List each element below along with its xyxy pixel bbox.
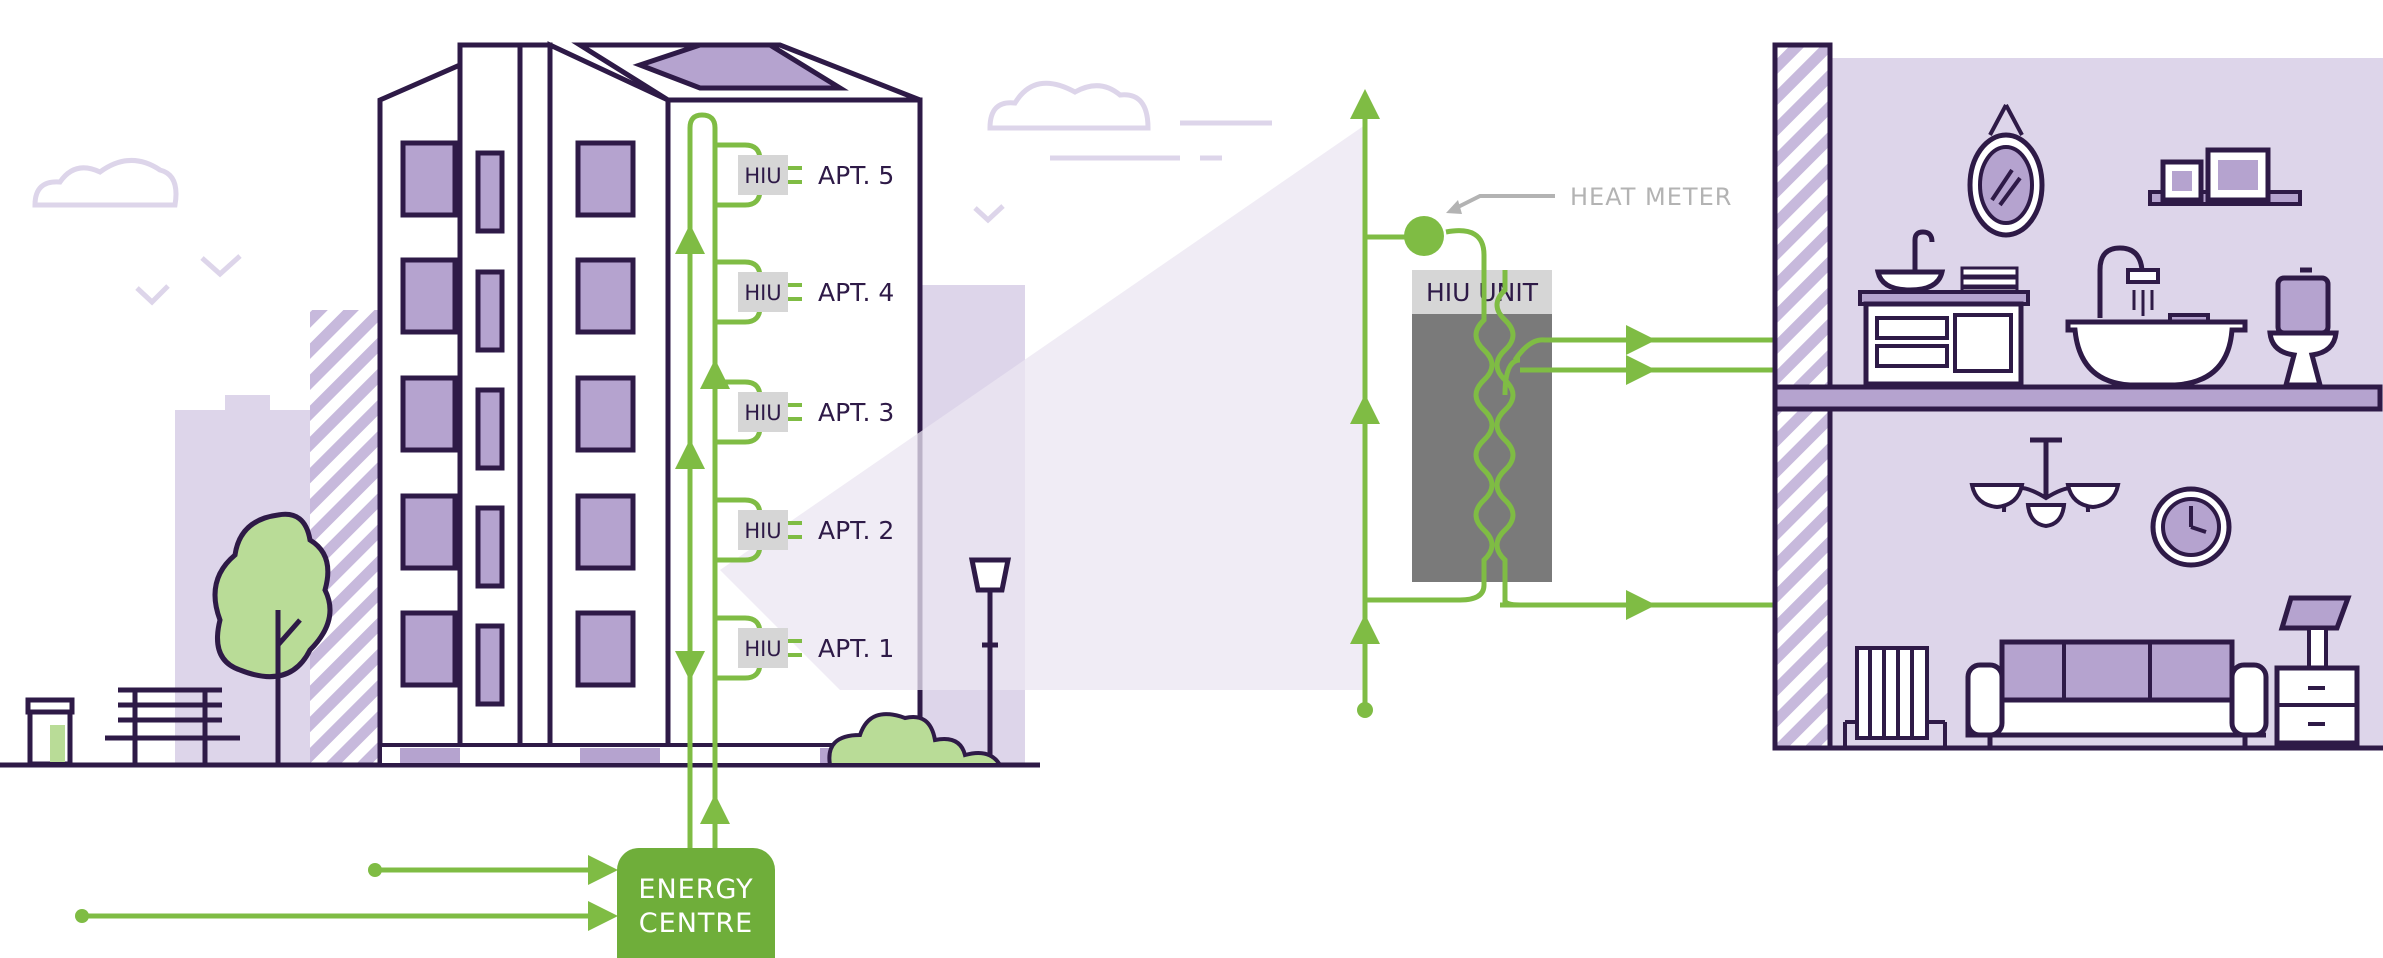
chandelier-icon	[1969, 437, 2121, 529]
hiu-box-label: HIU	[744, 637, 781, 661]
toilet-icon	[2267, 267, 2339, 388]
apartment-label: APT. 5	[818, 161, 894, 190]
energy-centre-line2: CENTRE	[639, 908, 753, 939]
building-riser-pipes	[675, 112, 730, 855]
hiu-box-label: HIU	[744, 401, 781, 425]
hiu-box-label: HIU	[744, 164, 781, 188]
apartment-hiu-item: HIU APT. 3	[715, 379, 894, 445]
clock-icon	[2150, 486, 2232, 568]
hiu-box-label: HIU	[744, 281, 781, 305]
bush-icon	[827, 712, 1004, 767]
apartment-label: APT. 3	[818, 398, 894, 427]
mirror-icon	[1967, 104, 2045, 238]
hiu-box-label: HIU	[744, 519, 781, 543]
apartment-hiu-item: HIU APT. 2	[715, 497, 894, 563]
apartment-label: APT. 4	[818, 278, 894, 307]
bench-icon	[105, 687, 240, 765]
radiator-icon	[1843, 646, 1947, 748]
apartment-building	[377, 41, 923, 768]
picture-frames-icon	[2148, 147, 2302, 206]
bird-icons	[135, 204, 1005, 306]
energy-centre-line1: ENERGY	[638, 874, 753, 905]
apartment-label: APT. 2	[818, 516, 894, 545]
apartment-hiu-list: HIU APT. 5 HIU APT. 4 HIU APT. 3 HIU APT. 2 HIU A…	[715, 142, 894, 681]
apartment-hiu-item: HIU APT. 4	[715, 259, 894, 325]
energy-supply-lines	[82, 855, 618, 931]
lamp-post-icon	[968, 557, 1012, 765]
heat-meter-label: HEAT METER	[1570, 183, 1732, 211]
heat-meter-icon	[1404, 216, 1444, 256]
cloud-left-icon	[32, 158, 179, 208]
hiu-box	[738, 628, 788, 668]
apartment-hiu-item: HIU APT. 5	[715, 142, 894, 208]
sofa-icon	[1965, 639, 2269, 748]
hiu-unit-detail: HIU UNIT HEAT METER	[1350, 89, 2086, 718]
apartment-interior	[1772, 42, 2383, 751]
bin-icon	[25, 697, 75, 767]
table-lamp-icon	[2274, 595, 2360, 746]
supply-start-dot	[368, 863, 382, 877]
apartment-hiu-item: HIU APT. 1	[715, 615, 894, 681]
tree-icon	[212, 511, 333, 765]
zoom-projection	[720, 125, 1365, 690]
heat-meter-pointer	[1451, 194, 1555, 212]
cloud-mid-icon	[987, 80, 1151, 131]
hiu-box	[738, 155, 788, 195]
hiu-box	[738, 392, 788, 432]
apartment-label: APT. 1	[818, 634, 894, 663]
hiu-box	[738, 510, 788, 550]
energy-centre: ENERGY CENTRE	[617, 848, 775, 958]
sink-cabinet-icon	[1858, 229, 2030, 387]
bathtub-icon	[2065, 245, 2248, 388]
sky-lines	[1050, 120, 1272, 161]
hiu-box	[738, 272, 788, 312]
supply-start-dot	[75, 909, 89, 923]
